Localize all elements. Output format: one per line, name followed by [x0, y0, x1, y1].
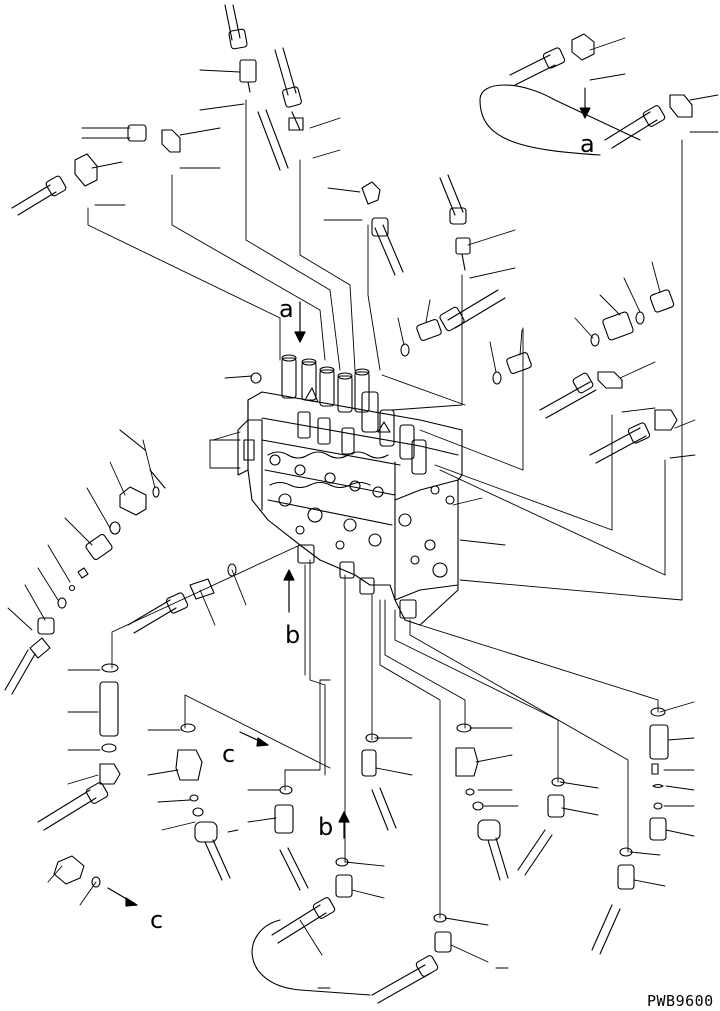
view-label-a-top: a: [279, 295, 294, 323]
view-label-c-lower: c: [150, 906, 164, 934]
view-label-c-middle: c: [222, 740, 236, 768]
control-valve-body: [237, 354, 463, 626]
view-label-b-lower: b: [318, 813, 334, 841]
view-label-a-right: a: [580, 130, 595, 158]
middle-left-fittings: [37, 563, 669, 1004]
spool-caps: [281, 354, 427, 475]
drawing-code: PWB9600: [647, 992, 714, 1010]
view-arrows: [107, 301, 350, 907]
top-hoses: [11, 4, 693, 464]
left-fittings: [4, 429, 166, 695]
view-label-b-main: b: [285, 621, 301, 649]
leader-lines: [87, 99, 683, 919]
callout-ticks: [7, 37, 719, 989]
